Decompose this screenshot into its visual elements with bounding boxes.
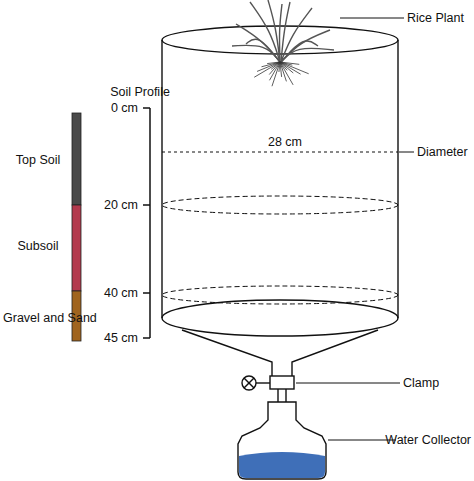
- label: 45 cm: [104, 331, 138, 345]
- label: 28 cm: [268, 135, 302, 149]
- depth-scale: [143, 108, 150, 338]
- label: Clamp: [403, 376, 439, 390]
- subsoil-band: [72, 205, 81, 291]
- rice-leaf: [232, 45, 280, 62]
- rice-leaf: [281, 41, 318, 62]
- label: 40 cm: [104, 286, 138, 300]
- label: Gravel and Sand: [3, 311, 97, 325]
- rice-root: [280, 62, 299, 64]
- label: Top Soil: [16, 153, 60, 167]
- lysimeter-cylinder: [162, 26, 398, 479]
- label: Subsoil: [18, 239, 59, 253]
- rice-root: [272, 62, 280, 86]
- rice-leaf: [281, 30, 330, 62]
- rice-leaf: [268, 0, 280, 62]
- rice-root: [280, 62, 301, 74]
- rice-leaf: [236, 24, 280, 62]
- label: 20 cm: [104, 198, 138, 212]
- leader-lines: [296, 18, 414, 440]
- rice-leaf: [280, 4, 282, 60]
- rice-leaf: [246, 39, 280, 62]
- label: Soil Profile: [110, 85, 170, 99]
- rice-root: [269, 62, 280, 75]
- rice-root: [257, 62, 280, 71]
- label: Water Collector: [385, 433, 471, 447]
- rice-plant: [232, 0, 334, 86]
- rice-root: [254, 62, 280, 77]
- rice-leaf: [281, 8, 312, 62]
- label: Diameter: [417, 145, 468, 159]
- collected-water: [239, 452, 325, 478]
- label: 0 cm: [111, 101, 138, 115]
- rice-root: [280, 62, 309, 74]
- label: Rice Plant: [407, 11, 464, 25]
- rice-leaf: [281, 48, 334, 62]
- top-soil-band: [72, 113, 81, 205]
